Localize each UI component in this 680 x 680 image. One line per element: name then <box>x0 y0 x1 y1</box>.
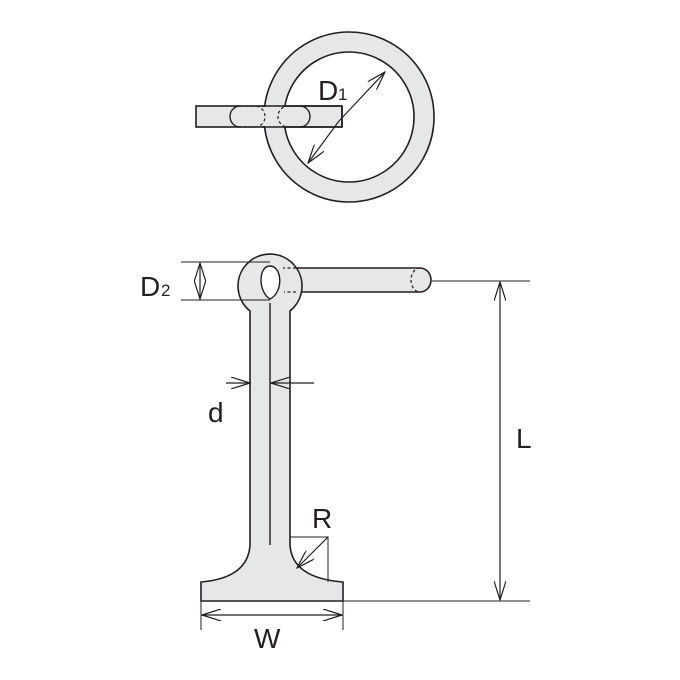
top-view: D 1 <box>195 31 435 203</box>
eye-hole <box>260 265 281 300</box>
pin-slot-right <box>299 105 311 128</box>
d1-subscript: 1 <box>338 85 347 104</box>
pin-slot-left <box>229 105 241 128</box>
r-label: R <box>312 503 332 534</box>
d2-subscript: 2 <box>161 281 170 300</box>
top-ring <box>263 31 435 203</box>
side-pin <box>295 267 432 293</box>
hook-body <box>200 253 344 602</box>
d1-dimension-arrow <box>338 72 385 122</box>
r-dimension-arrow <box>297 536 329 568</box>
d2-label: D <box>140 271 160 302</box>
d-label: d <box>208 397 224 428</box>
w-label: W <box>254 623 281 654</box>
side-view: D 2 d L R W <box>140 253 532 654</box>
l-label: L <box>516 423 532 454</box>
top-pin-front <box>262 107 341 126</box>
d1-label: D <box>318 75 338 106</box>
